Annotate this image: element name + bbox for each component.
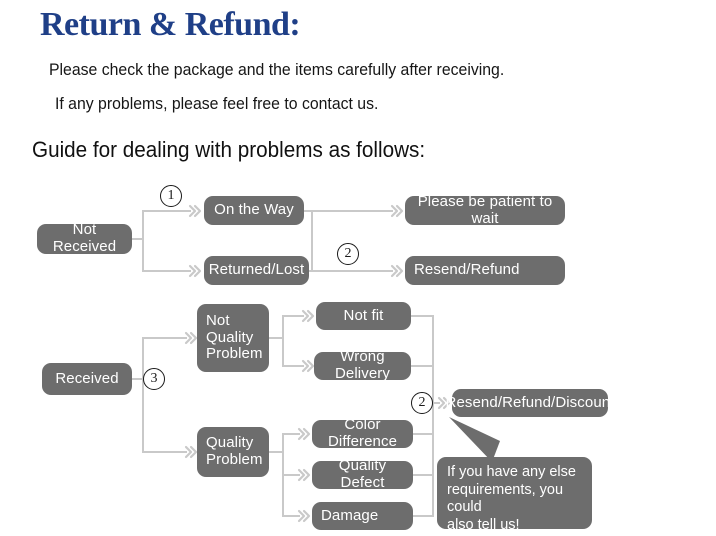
node-not-received[interactable]: Not Received	[37, 221, 132, 255]
node-quality-problem[interactable]: Quality Problem	[197, 427, 269, 477]
step-marker-3-icon: 3	[143, 368, 165, 390]
node-on-the-way[interactable]: On the Way	[204, 196, 304, 225]
extra-requirements-callout: If you have any else requirements, you c…	[437, 457, 592, 533]
instruction-line-1: Please check the package and the items c…	[49, 60, 505, 79]
node-not-quality-problem[interactable]: Not Quality Problem	[197, 304, 269, 372]
step-marker-2-icon: 2	[337, 243, 359, 265]
node-please-be-patient-to-wait[interactable]: Please be patient to wait	[405, 193, 565, 226]
node-wrong-delivery[interactable]: Wrong Delivery	[314, 348, 411, 382]
node-damage[interactable]: Damage	[312, 502, 413, 530]
node-not-fit[interactable]: Not fit	[316, 302, 411, 330]
node-quality-defect[interactable]: Quality Defect	[312, 457, 413, 491]
node-resend-refund[interactable]: Resend/Refund	[405, 256, 565, 285]
node-received[interactable]: Received	[42, 363, 132, 395]
page-title: Return & Refund:	[40, 6, 301, 43]
step-marker-2b-icon: 2	[411, 392, 433, 414]
step-marker-1-icon: 1	[160, 185, 182, 207]
node-resend-refund-discount[interactable]: Resend/Refund/Discount	[446, 389, 614, 417]
callout-tail	[449, 417, 500, 462]
node-returned-lost[interactable]: Returned/Lost	[204, 256, 309, 285]
guide-heading: Guide for dealing with problems as follo…	[32, 137, 426, 162]
instruction-line-2: If any problems, please feel free to con…	[55, 94, 379, 113]
node-color-difference[interactable]: Color Difference	[312, 416, 413, 450]
